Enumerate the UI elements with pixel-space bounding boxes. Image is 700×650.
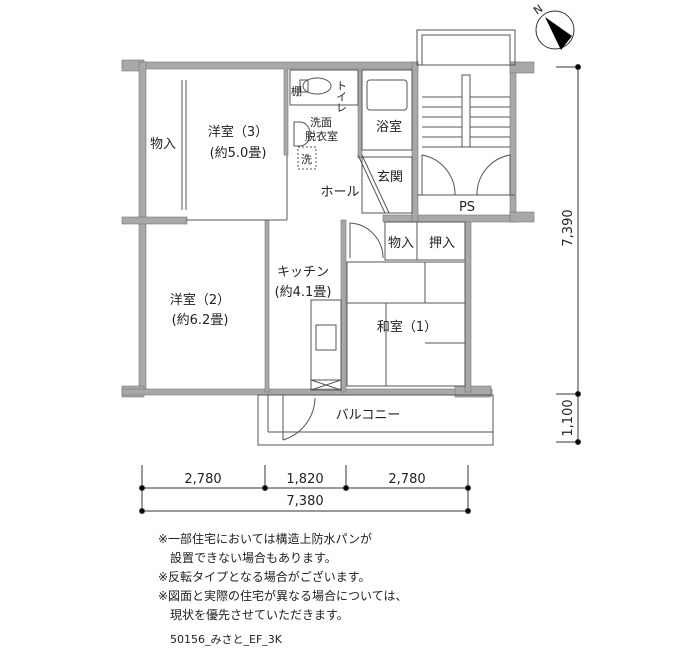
label-japanese1: 和室（1） [377, 319, 437, 335]
dim-width-total: 7,380 [286, 494, 323, 509]
label-washroom-2: 脱衣室 [305, 129, 338, 143]
label-ps: PS [459, 200, 475, 215]
label-western3-size: (約5.0畳) [210, 146, 267, 161]
label-kitchen-size: (約4.1畳) [275, 285, 332, 300]
room-labels: 物入 洋室（3） (約5.0畳) 洗面 脱衣室 洗 トイレ 棚 浴室 玄関 ホー… [150, 80, 475, 423]
label-western2-size: (約6.2畳) [172, 313, 229, 328]
dim-depth-main: 7,390 [561, 209, 576, 246]
label-western3: 洋室（3） [208, 124, 268, 140]
label-storage-small: 物入 [388, 236, 414, 251]
label-shelf: 棚 [291, 84, 302, 98]
label-storage-left: 物入 [150, 137, 176, 152]
walls [121, 59, 535, 398]
interior-lines [181, 29, 516, 446]
dimension-labels: 2,780 1,820 2,780 7,380 7,390 1,100 [184, 209, 576, 509]
dim-depth-balcony: 1,100 [561, 399, 576, 436]
dim-width-3: 2,780 [388, 472, 425, 487]
label-entrance: 玄関 [377, 170, 403, 185]
note-line: ※一部住宅においては構造上防水パンが [158, 532, 373, 546]
compass: N [531, 2, 575, 50]
compass-arrow-icon [545, 17, 572, 50]
label-washroom-1: 洗面 [310, 116, 332, 129]
label-closet: 押入 [429, 236, 455, 251]
dim-width-2: 1,820 [286, 472, 323, 487]
label-western2: 洋室（2） [170, 292, 230, 308]
note-line: ※反転タイプとなる場合がございます。 [158, 570, 371, 584]
label-bath: 浴室 [376, 119, 402, 135]
note-line: 現状を優先させていただきます。 [158, 608, 349, 622]
note-line: ※図面と実際の住宅が異なる場合については、 [158, 589, 408, 603]
dimension-lines [139, 64, 581, 514]
label-hall: ホール [320, 185, 359, 200]
label-kitchen: キッチン [277, 265, 329, 280]
plan-code: 50156_みさと_EF_3K [170, 633, 282, 646]
label-toilet: トイレ [335, 80, 348, 113]
label-balcony: バルコニー [336, 408, 401, 423]
label-washer: 洗 [301, 153, 312, 166]
notes: ※一部住宅においては構造上防水パンが 設置できない場合もあります。 ※反転タイプと… [158, 530, 407, 625]
note-line: 設置できない場合もあります。 [158, 551, 337, 565]
dim-width-1: 2,780 [184, 472, 221, 487]
